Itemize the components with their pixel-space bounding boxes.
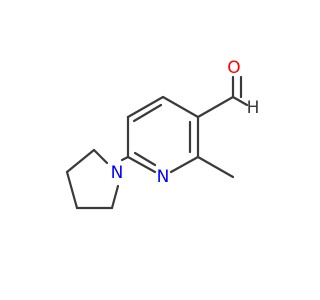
bond-c4-c5	[126, 95, 165, 119]
atom-pyrrolidine-nitrogen: N	[111, 163, 124, 183]
bond-npyr-ca	[110, 184, 120, 210]
bond-c3-c4	[161, 95, 200, 119]
bond-c6-npyr	[120, 155, 130, 162]
molecule-diagram: O H N N	[65, 58, 260, 210]
bond-cc-cd	[65, 148, 96, 174]
atom-oxygen: O	[227, 58, 240, 78]
bond-cd-npyr	[92, 148, 109, 165]
bond-n1-c2	[169, 155, 200, 174]
bond-c4-c5-double	[132, 103, 163, 123]
structure-canvas: O H N N	[65, 58, 260, 210]
atom-pyridine-nitrogen: N	[157, 167, 170, 187]
bond-cb-cc	[65, 170, 79, 210]
bond-c6-n1-double	[133, 151, 157, 167]
bond-c2-methyl	[196, 155, 235, 179]
atom-aldehyde-hydrogen: H	[247, 98, 260, 118]
bond-cho-h	[231, 95, 249, 107]
bond-c6-n1	[126, 155, 157, 174]
bond-c3-cho	[196, 95, 235, 119]
